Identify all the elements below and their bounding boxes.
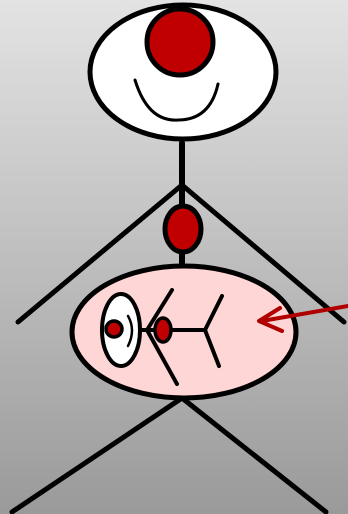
eye-icon: [147, 9, 213, 75]
inner-eye-icon: [106, 321, 122, 337]
belly-icon: [72, 266, 296, 398]
left-leg: [12, 398, 182, 512]
right-leg: [182, 398, 326, 512]
head-icon: [90, 5, 276, 139]
heart-icon: [165, 206, 201, 252]
inner-heart-icon: [155, 318, 171, 342]
